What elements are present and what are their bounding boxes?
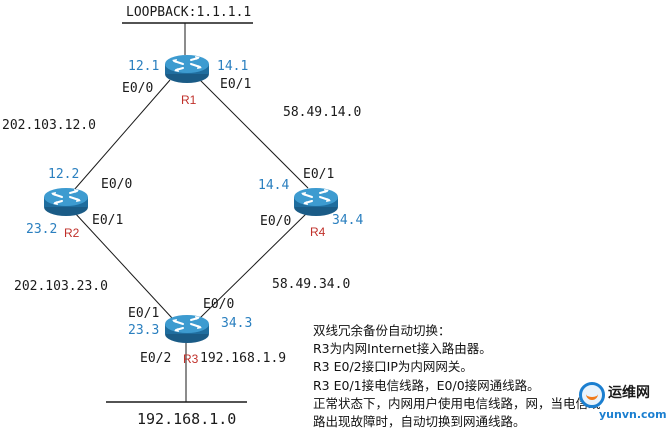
r1-e00-label: E0/0 xyxy=(122,81,153,96)
r2-e00-label: E0/0 xyxy=(101,177,132,192)
network-14-label: 58.49.14.0 xyxy=(283,105,361,120)
r1-ip-right: 14.1 xyxy=(217,59,248,74)
watermark-logo-icon xyxy=(579,382,605,408)
link-r4-r3 xyxy=(199,211,309,319)
watermark: 运维网 yunvn.com xyxy=(577,380,670,428)
note-line: R3 E0/2接口IP为内网网关。 xyxy=(313,359,473,375)
note-line: 正常状态下，内网用户使用电信线路，网，当电信线 xyxy=(313,395,601,411)
note-line: R3为内网Internet接入路由器。 xyxy=(313,341,492,357)
router-r1-name: R1 xyxy=(181,93,197,107)
r3-e01-label: E0/1 xyxy=(128,306,159,321)
link-r1-r4 xyxy=(199,79,309,189)
r2-ip-top: 12.2 xyxy=(48,167,79,182)
router-icon xyxy=(293,187,339,217)
lan-network-label: 192.168.1.0 xyxy=(137,410,236,428)
loopback-label: LOOPBACK:1.1.1.1 xyxy=(126,5,251,20)
router-r3-name: R3 xyxy=(183,352,199,366)
r4-ip-top: 14.4 xyxy=(258,178,289,193)
r3-ip-left: 23.3 xyxy=(128,323,159,338)
r3-e02-label: E0/2 xyxy=(140,351,171,366)
watermark-url: yunvn.com xyxy=(599,408,667,421)
r3-ip-right: 34.3 xyxy=(221,316,252,331)
r2-e01-label: E0/1 xyxy=(92,213,123,228)
router-r3[interactable]: R3 xyxy=(164,314,210,366)
r3-e00-label: E0/0 xyxy=(203,297,234,312)
description-notes: 双线冗余备份自动切换： R3为内网Internet接入路由器。 R3 E0/2接… xyxy=(313,322,670,431)
r4-e01-label: E0/1 xyxy=(303,167,334,182)
network-34-label: 58.49.34.0 xyxy=(272,277,350,292)
r2-ip-bottom: 23.2 xyxy=(26,222,57,237)
note-line: 路出现故障时，自动切换到网通线路。 xyxy=(313,413,526,429)
links xyxy=(73,22,309,403)
router-r4-name: R4 xyxy=(310,225,326,239)
router-r2[interactable]: R2 xyxy=(43,187,89,240)
network-23-label: 202.103.23.0 xyxy=(14,279,108,294)
lan-gateway-label: 192.168.1.9 xyxy=(200,351,286,366)
router-r2-name: R2 xyxy=(64,226,80,240)
router-icon xyxy=(164,54,210,84)
network-12-label: 202.103.12.0 xyxy=(2,118,96,133)
link-r2-r3 xyxy=(73,211,173,319)
link-r1-r2 xyxy=(73,79,171,191)
note-line: 双线冗余备份自动切换： xyxy=(313,323,451,338)
r4-e00-label: E0/0 xyxy=(260,214,291,229)
r4-ip-bottom: 34.4 xyxy=(332,213,363,228)
router-icon xyxy=(164,314,210,344)
r1-ip-left: 12.1 xyxy=(128,59,159,74)
note-line: R3 E0/1接电信线路，E0/0接网通线路。 xyxy=(313,377,540,393)
watermark-title: 运维网 xyxy=(608,385,650,401)
r1-e01-label: E0/1 xyxy=(220,77,251,92)
router-r4[interactable]: R4 xyxy=(293,187,339,239)
router-r1[interactable]: R1 xyxy=(164,54,210,107)
router-icon xyxy=(43,187,89,217)
